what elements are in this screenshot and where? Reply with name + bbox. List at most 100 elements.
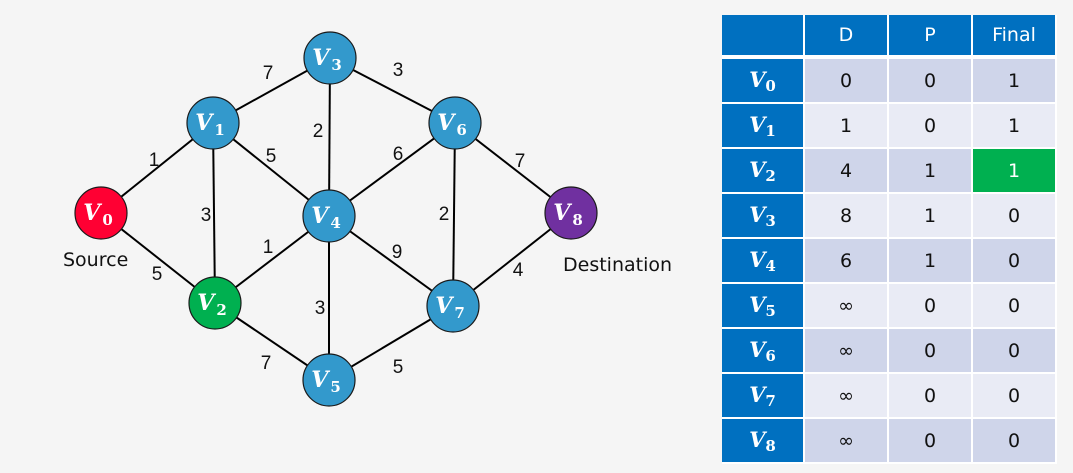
edge-weight-label: 7	[515, 151, 526, 172]
edge-v1-v2	[212, 122, 216, 304]
edge-weight-label: 5	[266, 146, 277, 167]
edge-weight-label: 2	[313, 121, 324, 142]
row-vertex: V2	[722, 149, 805, 194]
edge-weight-label: 3	[315, 298, 326, 319]
cell-p: 0	[889, 104, 973, 149]
row-vertex: V5	[722, 284, 805, 329]
node-circle	[74, 186, 128, 240]
node-circle	[302, 353, 356, 407]
cell-p: 0	[889, 284, 973, 329]
cell-d: ∞	[805, 419, 889, 464]
edge-weight-label: 6	[393, 144, 404, 165]
node-circle	[426, 279, 480, 333]
cell-final: 0	[973, 374, 1057, 419]
cell-final: 1	[973, 149, 1057, 194]
edge-weight-label: 5	[152, 264, 163, 285]
cell-d: ∞	[805, 284, 889, 329]
cell-final: 0	[973, 419, 1057, 464]
cell-d: 1	[805, 104, 889, 149]
cell-final: 1	[973, 104, 1057, 149]
row-vertex: V4	[722, 239, 805, 284]
cell-final: 1	[973, 59, 1057, 104]
cell-p: 0	[889, 374, 973, 419]
header-d: D	[805, 15, 889, 59]
cell-d: ∞	[805, 329, 889, 374]
source-caption: Source	[63, 249, 128, 271]
header-vertex	[722, 15, 805, 59]
destination-caption: Destination	[563, 254, 672, 276]
edge-weight-label: 1	[263, 237, 274, 258]
row-vertex: V1	[722, 104, 805, 149]
edge-weight-label: 3	[201, 205, 212, 226]
edge-weight-label: 3	[393, 60, 404, 81]
cell-p: 0	[889, 419, 973, 464]
row-vertex: V8	[722, 419, 805, 464]
node-circle	[544, 186, 598, 240]
cell-final: 0	[973, 239, 1057, 284]
cell-d: 4	[805, 149, 889, 194]
cell-final: 0	[973, 284, 1057, 329]
cell-p: 1	[889, 149, 973, 194]
cell-d: 0	[805, 59, 889, 104]
edge-weight-label: 4	[513, 260, 524, 281]
node-circle	[303, 31, 357, 85]
node-circle	[302, 189, 356, 243]
cell-p: 1	[889, 239, 973, 284]
edge-weight-label: 5	[393, 357, 404, 378]
row-vertex: V6	[722, 329, 805, 374]
edge-weight-label: 9	[392, 242, 403, 263]
cell-final: 0	[973, 329, 1057, 374]
node-circle	[428, 96, 482, 150]
table-header-row: D P Final	[722, 15, 1057, 59]
cell-d: ∞	[805, 374, 889, 419]
cell-p: 0	[889, 59, 973, 104]
edge-weight-label: 7	[263, 63, 274, 84]
row-vertex: V3	[722, 194, 805, 239]
node-circle	[186, 96, 240, 150]
cell-p: 1	[889, 194, 973, 239]
cell-d: 6	[805, 239, 889, 284]
edge-weight-label: 7	[261, 353, 272, 374]
edge-weight-label: 2	[439, 204, 450, 225]
cell-p: 0	[889, 329, 973, 374]
header-final: Final	[973, 15, 1057, 59]
cell-d: 8	[805, 194, 889, 239]
header-p: P	[889, 15, 973, 59]
cell-final: 0	[973, 194, 1057, 239]
edge-weight-label: 1	[149, 150, 160, 171]
node-circle	[188, 276, 242, 330]
edge-v6-v7	[452, 122, 456, 307]
row-vertex: V0	[722, 59, 805, 104]
row-vertex: V7	[722, 374, 805, 419]
